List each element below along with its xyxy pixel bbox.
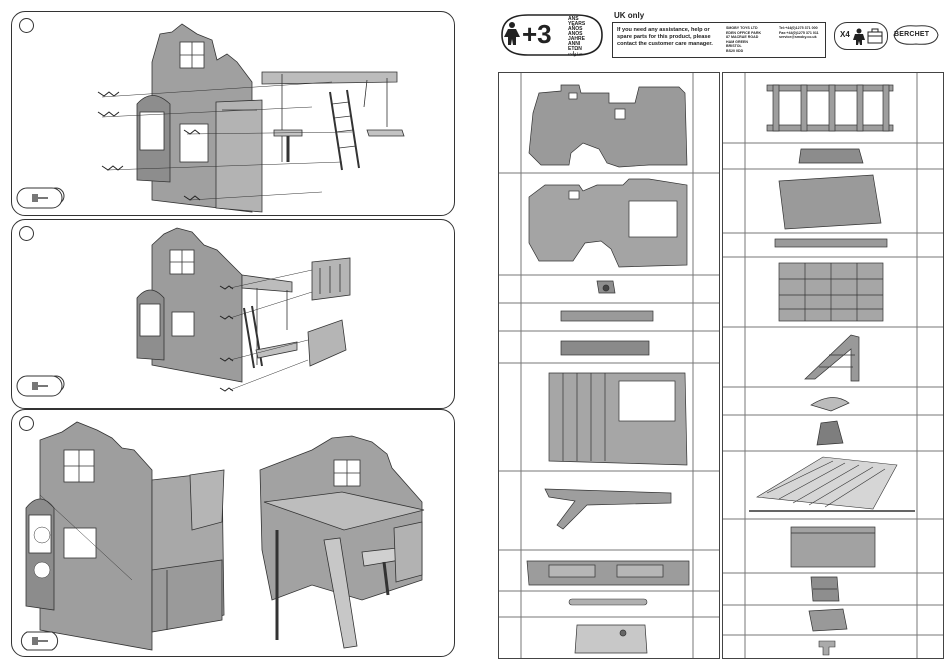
part-tray xyxy=(798,148,864,164)
customer-care-box: If you need any assistance, help or spar… xyxy=(612,22,826,58)
toolbox-icon xyxy=(867,28,883,44)
part-door-panel xyxy=(790,526,876,568)
person-icon xyxy=(504,22,520,45)
part-bench xyxy=(526,560,690,586)
part-roof-panel xyxy=(778,174,882,230)
step-number-icon xyxy=(19,226,34,241)
part-tap xyxy=(818,640,836,656)
person-icon xyxy=(853,28,865,45)
assembly-step-1 xyxy=(11,11,455,216)
part-hook xyxy=(596,280,616,294)
screw-icon xyxy=(16,375,65,397)
age-words: ANS YEARS AÑOS ANOS JAHRE ANNI ΕΤΩΝ سنوا… xyxy=(568,16,586,57)
assembly-step-3 xyxy=(11,409,455,657)
part-front-wall-lower xyxy=(528,178,688,268)
parts-list-left xyxy=(498,72,720,659)
step-2-illustration xyxy=(16,227,351,397)
step-1-illustration xyxy=(16,23,405,213)
parts-list-right xyxy=(722,72,944,659)
assembly-persons-badge: X4 xyxy=(834,22,888,50)
uk-only-label: UK only xyxy=(614,11,645,20)
age-badge: +3 ANS YEARS AÑOS ANOS JAHRE ANNI ΕΤΩΝ س… xyxy=(498,11,606,64)
part-seat xyxy=(574,624,648,654)
step-number-icon xyxy=(19,18,34,33)
part-ladder xyxy=(766,84,894,132)
part-block xyxy=(816,420,844,446)
part-side-wall xyxy=(548,372,688,466)
part-front-wall-upper xyxy=(528,84,688,168)
company-address: SMOBY TOYS LTD EDEN OFFICE PARK 87 MACRA… xyxy=(726,26,762,53)
part-bar-a xyxy=(560,310,654,322)
part-beam xyxy=(774,238,888,248)
part-bracket xyxy=(544,488,672,530)
step-3-illustration xyxy=(20,421,425,651)
age-plus: +3 xyxy=(522,19,552,49)
part-brick-wall xyxy=(778,262,884,322)
part-pin xyxy=(568,598,648,606)
brand-name: BERCHET xyxy=(894,31,930,38)
part-small-ladder xyxy=(804,334,860,382)
assembly-step-2 xyxy=(11,219,455,409)
contact-message: If you need any assistance, help or spar… xyxy=(617,27,713,47)
screw-icon xyxy=(20,631,59,651)
screw-icon xyxy=(16,187,65,209)
part-bar-b xyxy=(560,340,650,356)
company-phone: Tel:+44(0)1275 371 000 Fax:+44(0)1275 37… xyxy=(779,26,819,40)
tool-quantity: X4 xyxy=(840,30,850,39)
part-roof-grid xyxy=(756,456,898,510)
part-shell xyxy=(810,397,850,412)
step-number-icon xyxy=(19,416,34,431)
brand-logo: BERCHET xyxy=(890,22,942,48)
part-small-panel xyxy=(810,576,840,602)
part-flap xyxy=(808,608,848,632)
